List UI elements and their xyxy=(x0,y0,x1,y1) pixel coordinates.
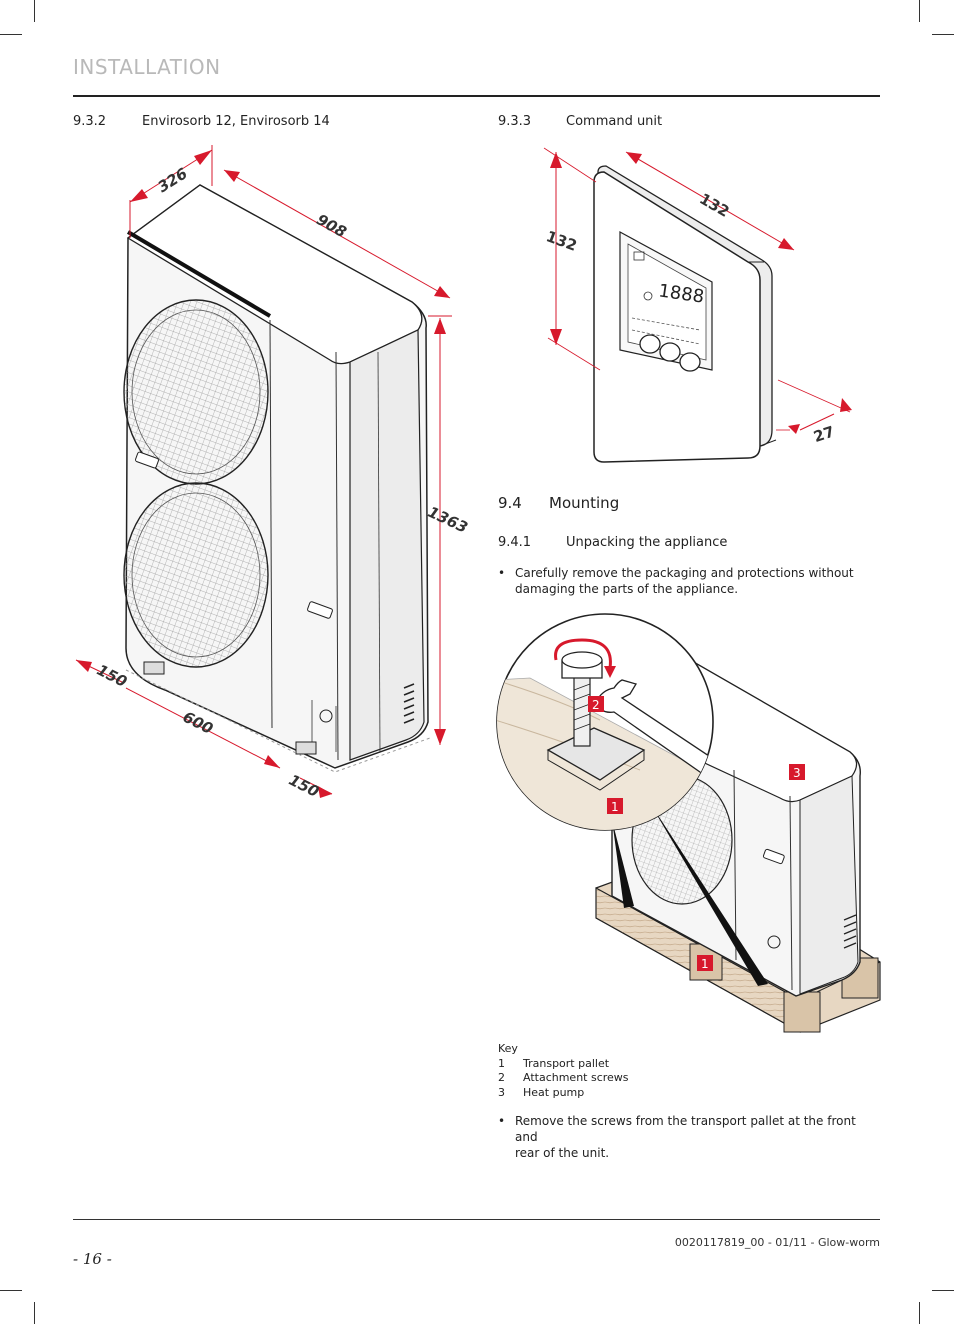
section-number: 9.3.3 xyxy=(498,114,532,129)
dim-right-clearance-label: 150 xyxy=(286,771,322,801)
bullet-line: rear of the unit. xyxy=(515,1146,610,1160)
section-heading-9-3-2: 9.3.2 Envirosorb 12, Envirosorb 14 xyxy=(73,114,453,132)
section-title: Unpacking the appliance xyxy=(566,535,728,550)
dim-height-label: 1363 xyxy=(425,503,470,537)
outdoor-unit-dimension-drawing: 326 908 1363 150 600 150 xyxy=(75,145,471,801)
dim-spacing-label: 600 xyxy=(180,708,216,738)
key-number: 1 xyxy=(498,1056,505,1070)
section-title: Envirosorb 12, Envirosorb 14 xyxy=(142,114,330,129)
key-item: 3 Heat pump xyxy=(498,1086,798,1101)
key-item: 2 Attachment screws xyxy=(498,1071,798,1086)
crop-mark xyxy=(932,34,954,35)
bullet-dot: • xyxy=(498,1114,506,1128)
page-number: - 16 - xyxy=(73,1250,112,1268)
key-label: Attachment screws xyxy=(523,1071,629,1084)
key-item: 1 Transport pallet xyxy=(498,1057,798,1072)
key-label: Heat pump xyxy=(523,1085,585,1099)
section-heading-9-3-3: 9.3.3 Command unit xyxy=(498,114,878,132)
section-title: Mounting xyxy=(549,494,620,512)
bullet-line: Carefully remove the packaging and prote… xyxy=(515,566,854,580)
dim-depth-label: 326 xyxy=(155,164,191,196)
key-title: Key xyxy=(498,1042,518,1055)
dim-depth-label: 27 xyxy=(811,423,836,447)
dim-width-label: 132 xyxy=(696,190,732,221)
key-number: 3 xyxy=(498,1085,505,1099)
crop-mark xyxy=(34,1302,35,1324)
crop-mark xyxy=(919,1302,920,1324)
footer-rule xyxy=(73,1219,880,1220)
dim-height-label: 132 xyxy=(544,227,580,255)
section-number: 9.4.1 xyxy=(498,535,532,550)
page-header-title: INSTALLATION xyxy=(73,55,221,79)
callout-1: 1 xyxy=(701,957,709,971)
section-title: Command unit xyxy=(566,114,663,129)
bullet-dot: • xyxy=(498,566,506,580)
bullet-line: Remove the screws from the transport pal… xyxy=(515,1114,856,1144)
callout-3: 3 xyxy=(793,766,801,780)
bullet-unpacking: • Carefully remove the packaging and pro… xyxy=(498,565,878,599)
key-number: 2 xyxy=(498,1071,505,1084)
callout-1: 1 xyxy=(611,800,619,814)
crop-mark xyxy=(0,34,22,35)
unpacking-illustration: 2 1 1 3 xyxy=(496,613,881,1033)
section-number: 9.3.2 xyxy=(73,114,107,129)
bullet-remove-screws: • Remove the screws from the transport p… xyxy=(498,1113,878,1160)
section-heading-9-4: 9.4 Mounting xyxy=(498,494,878,514)
section-number: 9.4 xyxy=(498,494,522,512)
section-heading-9-4-1: 9.4.1 Unpacking the appliance xyxy=(498,535,878,553)
crop-mark xyxy=(0,1290,22,1291)
document-reference: 0020117819_00 - 01/11 - Glow-worm xyxy=(674,1236,880,1249)
dim-left-clearance-label: 150 xyxy=(94,661,130,691)
crop-mark xyxy=(932,1290,954,1291)
crop-mark xyxy=(34,0,35,22)
dim-width-label: 908 xyxy=(313,210,349,241)
key-label: Transport pallet xyxy=(523,1056,610,1070)
header-rule xyxy=(73,95,880,97)
callout-2: 2 xyxy=(592,698,600,712)
crop-mark xyxy=(919,0,920,22)
bullet-line: damaging the parts of the appliance. xyxy=(515,582,739,596)
command-unit-dimension-drawing: 1888 132 132 27 xyxy=(543,147,852,463)
figure-key: Key 1 Transport pallet 2 Attachment scre… xyxy=(498,1042,798,1100)
